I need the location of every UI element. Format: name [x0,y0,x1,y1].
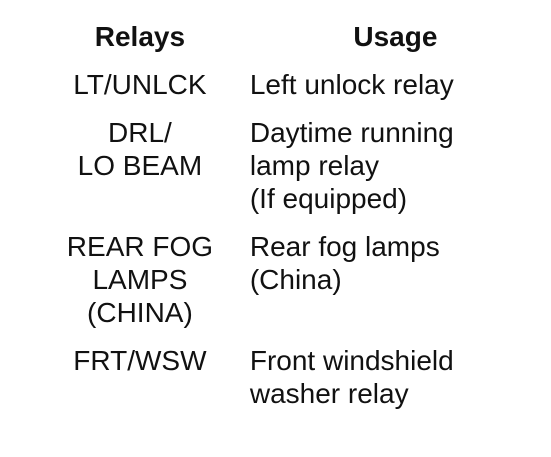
relays-column-header: Relays [94,21,186,52]
relay-usage: Rear fog lamps (China) [249,231,440,295]
relay-usage: Left unlock relay [249,69,454,100]
table-row: FRT/WSW Front windshield washer relay [48,344,551,425]
relay-usage: Daytime running lamp relay (If equipped) [249,117,454,214]
table-header: Relays Usage [48,18,551,68]
usage-column-header: Usage [353,21,438,52]
relay-usage: Front windshield washer relay [249,345,454,409]
relay-usage-table: Relays Usage LT/UNLCK Left unlock relay … [48,18,551,425]
relay-name: FRT/WSW [73,345,207,376]
header-row: Relays Usage [48,18,551,68]
relay-name: DRL/ LO BEAM [77,117,203,181]
table-row: DRL/ LO BEAM Daytime running lamp relay … [48,116,551,230]
table-row: LT/UNLCK Left unlock relay [48,68,551,116]
relay-name: REAR FOG LAMPS (CHINA) [66,231,214,328]
relay-name: LT/UNLCK [73,69,207,100]
table-row: REAR FOG LAMPS (CHINA) Rear fog lamps (C… [48,230,551,344]
table-body: LT/UNLCK Left unlock relay DRL/ LO BEAM … [48,68,551,425]
